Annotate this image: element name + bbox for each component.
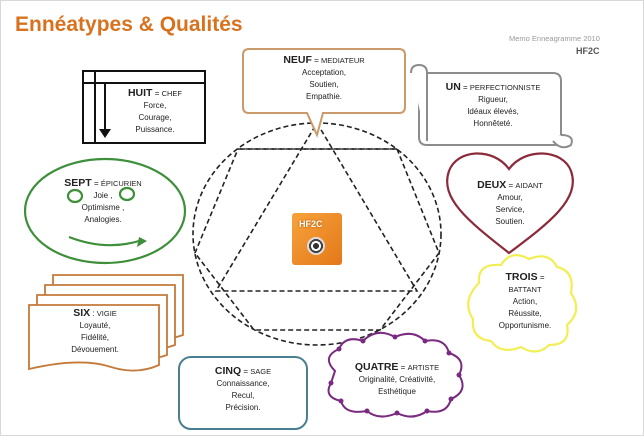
type-huit: HUIT = CHEF Force, Courage, Puissance. bbox=[105, 87, 205, 136]
center-logo: HF2C bbox=[292, 213, 342, 265]
huit-frame bbox=[82, 70, 206, 144]
type-trois-head: TROIS = bbox=[505, 271, 545, 283]
type-sept: SEPT = ÉPICURIEN Joie , Optimisme , Anal… bbox=[45, 177, 161, 226]
enneagram-triangle bbox=[214, 121, 419, 292]
type-quatre-head: QUATRE = ARTISTE bbox=[354, 361, 440, 373]
type-six: SIX : VIGIE Loyauté, Fidélité, Dévouemen… bbox=[33, 307, 157, 356]
type-neuf: NEUF = MEDIATEUR Acceptation, Soutien, E… bbox=[243, 54, 405, 103]
enneagram-hexad bbox=[194, 148, 440, 331]
type-deux: DEUX = AIDANT Amour, Service, Soutien. bbox=[463, 179, 557, 228]
type-neuf-head: NEUF = MEDIATEUR bbox=[283, 54, 365, 66]
trois-flower bbox=[467, 254, 578, 353]
neuf-bubble bbox=[242, 48, 406, 138]
type-un-head: UN = PERFECTIONNISTE bbox=[445, 81, 541, 93]
brand-logo: HF2C bbox=[576, 46, 600, 56]
target-icon bbox=[307, 237, 325, 255]
type-deux-head: DEUX = AIDANT bbox=[477, 179, 543, 191]
cinq-box bbox=[178, 356, 308, 430]
type-cinq: CINQ = SAGE Connaissance, Recul, Précisi… bbox=[181, 365, 305, 414]
center-logo-text: HF2C bbox=[299, 219, 323, 229]
six-pages bbox=[28, 274, 184, 372]
type-quatre: QUATRE = ARTISTE Originalité, Créativité… bbox=[335, 361, 459, 398]
type-cinq-head: CINQ = SAGE bbox=[214, 365, 272, 377]
type-trois: TROIS = BATTANT Action, Réussite, Opport… bbox=[473, 271, 577, 332]
credit-text: Memo Enneagramme 2010 bbox=[509, 34, 600, 43]
type-un: UN = PERFECTIONNISTE Rigueur, Idéaux éle… bbox=[427, 81, 559, 130]
deux-heart bbox=[446, 152, 574, 255]
un-scroll bbox=[410, 63, 573, 149]
type-sept-head: SEPT = ÉPICURIEN bbox=[64, 177, 142, 189]
sept-smiley bbox=[23, 157, 187, 265]
quatre-cloud bbox=[327, 331, 464, 418]
type-huit-head: HUIT = CHEF bbox=[127, 87, 183, 99]
page-title: Ennéatypes & Qualités bbox=[15, 13, 243, 36]
type-six-head: SIX : VIGIE bbox=[73, 307, 117, 319]
